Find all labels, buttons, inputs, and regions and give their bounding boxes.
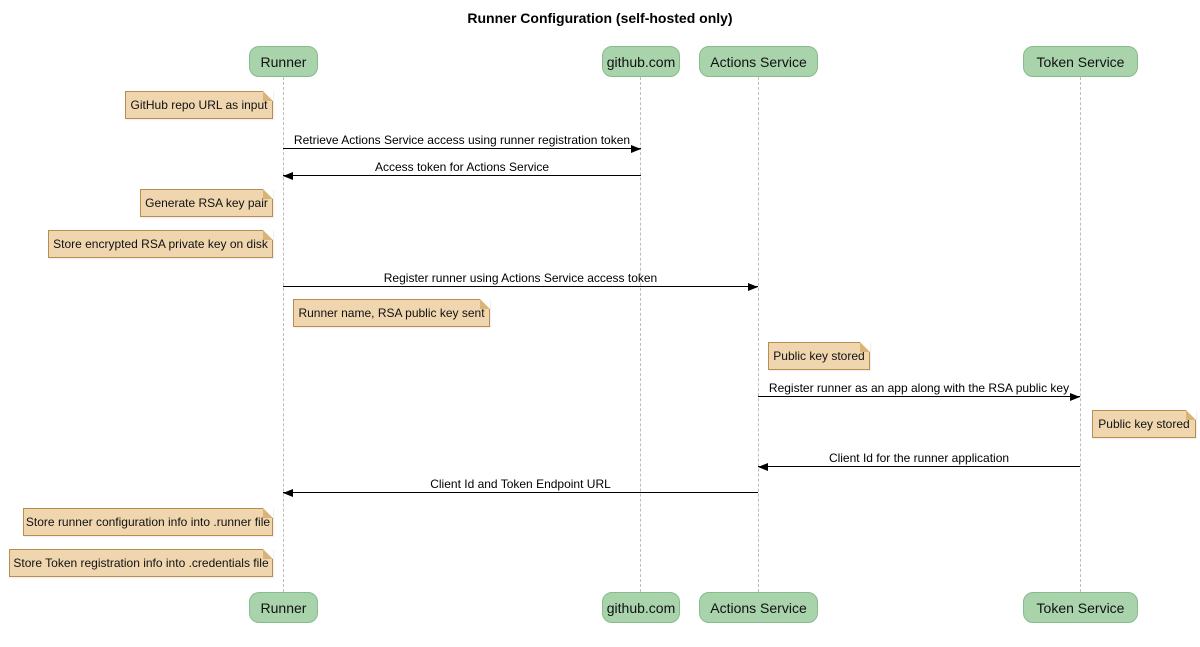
lifeline-token-service [1080,77,1081,592]
note-fold-icon [263,230,273,240]
note-fold-icon [263,508,273,518]
lifeline-runner [283,77,284,592]
message-register-runner-app: Register runner as an app along with the… [758,378,1080,401]
note-generate-rsa: Generate RSA key pair [140,189,273,217]
participant-actions-service-bottom: Actions Service [699,592,818,623]
note-text: Generate RSA key pair [145,196,268,210]
message-retrieve-actions-access: Retrieve Actions Service access using ru… [283,130,641,153]
note-text: Runner name, RSA public key sent [298,306,485,320]
message-line [283,175,641,176]
participant-github-bottom: github.com [602,592,680,623]
note-github-repo-url: GitHub repo URL as input [125,91,273,119]
note-fold-icon [263,189,273,199]
arrowhead-right-icon [631,145,641,153]
message-line [758,466,1080,467]
note-text: Store encrypted RSA private key on disk [53,237,268,251]
note-fold-icon [480,299,490,309]
participant-runner-bottom: Runner [249,592,318,623]
arrowhead-left-icon [283,489,293,497]
note-text: Store runner configuration info into .ru… [25,515,271,529]
note-store-runner-file: Store runner configuration info into .ru… [23,508,273,536]
participant-token-service-bottom: Token Service [1023,592,1138,623]
note-text: Public key stored [1098,417,1190,431]
participant-actions-service-top: Actions Service [699,46,818,77]
arrowhead-right-icon [1070,393,1080,401]
message-label: Retrieve Actions Service access using ru… [293,133,631,147]
lifeline-github [640,77,641,592]
message-client-id-runner-app: Client Id for the runner application [758,448,1080,471]
message-register-runner: Register runner using Actions Service ac… [283,268,758,291]
note-store-credentials-file: Store Token registration info into .cred… [9,549,273,577]
message-label: Access token for Actions Service [374,160,550,174]
note-public-key-stored-token: Public key stored [1092,410,1196,438]
note-runner-name-sent: Runner name, RSA public key sent [293,299,490,327]
message-label: Register runner as an app along with the… [768,381,1070,395]
arrowhead-right-icon [748,283,758,291]
participant-runner-top: Runner [249,46,318,77]
arrowhead-left-icon [758,463,768,471]
message-line [283,148,641,149]
message-line [283,286,758,287]
message-label: Register runner using Actions Service ac… [383,271,658,285]
note-text: GitHub repo URL as input [130,98,268,112]
note-fold-icon [1186,410,1196,420]
note-fold-icon [263,549,273,559]
message-line [283,492,758,493]
message-label: Client Id for the runner application [828,451,1010,465]
message-label: Client Id and Token Endpoint URL [430,477,611,491]
message-line [758,396,1080,397]
note-text: Store Token registration info into .cred… [13,556,269,570]
participant-token-service-top: Token Service [1023,46,1138,77]
note-store-private-key: Store encrypted RSA private key on disk [48,230,273,258]
note-fold-icon [860,342,870,352]
message-client-id-token-endpoint: Client Id and Token Endpoint URL [283,474,758,497]
participant-github-top: github.com [602,46,680,77]
note-text: Public key stored [773,349,865,363]
note-fold-icon [263,91,273,101]
note-public-key-stored-actions: Public key stored [768,342,870,370]
message-access-token: Access token for Actions Service [283,157,641,180]
arrowhead-left-icon [283,172,293,180]
lifeline-actions-service [758,77,759,592]
diagram-title: Runner Configuration (self-hosted only) [467,10,733,26]
